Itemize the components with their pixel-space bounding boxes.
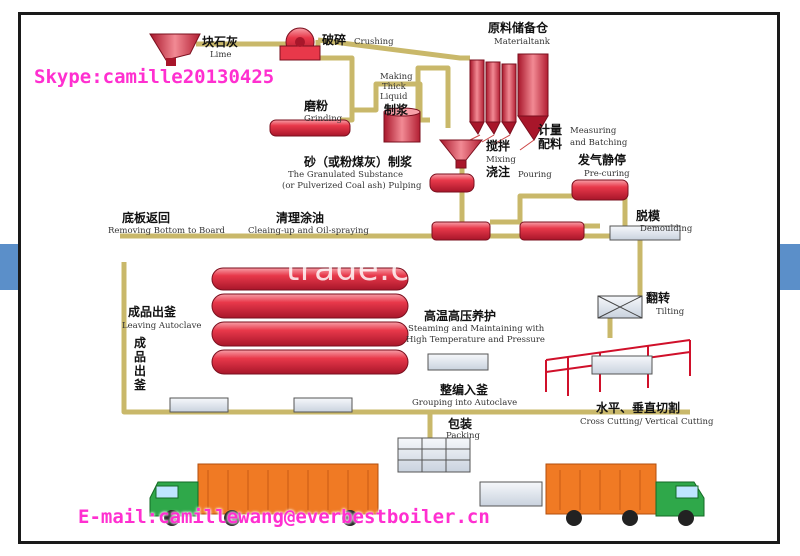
mixing-label-cn: 搅拌	[486, 139, 511, 153]
grouping-label-cn: 整编入釜	[440, 383, 489, 397]
pouring-label-en: Pouring	[518, 170, 552, 180]
demould-block	[609, 225, 681, 241]
leaving-label-en: Leaving Autoclave	[122, 321, 202, 331]
product-block-3	[427, 353, 489, 371]
grinder-mill	[269, 119, 351, 137]
precuring-label-en: Pre-curing	[584, 169, 630, 179]
truck-right	[545, 463, 705, 526]
steam-label-cn: 高温高压养护	[424, 309, 497, 323]
tilting-machine	[597, 295, 643, 319]
measuring-label-cn-1: 计量	[538, 123, 563, 137]
demould-label-en: Demoulding	[640, 224, 693, 234]
measuring-label-en-2: and Batching	[570, 138, 628, 148]
sand-label-en-1: The Granulated Substance	[288, 170, 403, 180]
cargo-pallet	[479, 481, 543, 507]
product-block-2	[293, 397, 353, 413]
cutting-label-en: Cross Cutting/ Vertical Cutting	[580, 417, 714, 427]
making-label-cn: 制浆	[384, 103, 409, 117]
crushing-label-cn: 破碎	[322, 33, 347, 47]
sand-pulper	[429, 173, 475, 193]
watermark-text: trade.china.cn	[286, 249, 538, 289]
board-label-en: Removing Bottom to Board	[108, 226, 225, 236]
sand-label-en-2: (or Pulverized Coal ash) Pulping	[282, 181, 422, 191]
mould-cart-1	[431, 221, 491, 241]
pipe-crusher-top	[317, 37, 470, 61]
skype-contact: Skype:camille20130425	[34, 66, 275, 88]
grinding-label-cn: 磨粉	[304, 99, 329, 113]
mould-cart-2	[519, 221, 585, 241]
packing-label-en: Packing	[446, 431, 480, 441]
lime-label-cn: 块石灰	[202, 35, 239, 49]
tilting-label-cn: 翻转	[646, 291, 671, 305]
lime-label-en: Lime	[210, 50, 232, 60]
pipe-slurry-mixer	[415, 65, 451, 128]
autoclaves	[211, 267, 409, 375]
demould-label-cn: 脱模	[636, 209, 661, 223]
clean-label-en: Cleaing-up and Oil-spraying	[248, 226, 369, 236]
precuring-label-cn: 发气静停	[578, 153, 627, 167]
cutting-label-cn: 水平、垂直切割	[596, 401, 681, 415]
grinding-label-en: Grinding	[304, 114, 343, 124]
packing-stack	[397, 437, 471, 473]
thick-liquid-tank	[383, 107, 421, 143]
crusher	[279, 27, 321, 61]
sand-label-cn: 砂（或粉煤灰）制浆	[304, 155, 413, 169]
grouping-label-en: Grouping into Autoclave	[412, 398, 518, 408]
steam-label-en-2: High Temperature and Pressure	[406, 335, 545, 345]
clean-label-cn: 清理涂油	[276, 211, 325, 225]
pipe-grinder-slurry	[352, 81, 430, 123]
crushing-label-en: Crushing	[354, 37, 394, 47]
packing-label-cn: 包装	[448, 417, 473, 431]
steam-label-en-1: Steaming and Maintaining with	[408, 324, 545, 334]
material-label-en: Materialtank	[494, 37, 550, 47]
making-label-en-1: Making	[380, 72, 413, 82]
leaving-label-cn-vertical: 成 品 出 釜	[134, 336, 147, 392]
tilting-label-en: Tilting	[656, 307, 685, 317]
measuring-label-en-1: Measuring	[570, 126, 617, 136]
pipe-tilt-cut	[607, 236, 643, 338]
making-label-en-3: Liquid	[380, 92, 408, 102]
board-label-cn: 底板返回	[122, 211, 171, 225]
measuring-label-cn-2: 配料	[538, 137, 563, 151]
product-block-1	[169, 397, 229, 413]
leaving-label-cn: 成品出釜	[128, 305, 177, 319]
cutting-block	[591, 355, 653, 375]
mixing-label-en: Mixing	[486, 155, 516, 165]
precuring-mould	[571, 179, 629, 201]
truck-left	[149, 463, 379, 526]
pipe-mould-precure	[490, 193, 628, 226]
material-tanks	[469, 53, 549, 151]
mixer	[438, 139, 484, 169]
pipe-left-down	[121, 262, 690, 415]
pouring-label-cn: 浇注	[486, 165, 511, 179]
making-label-en-2: Thick	[382, 82, 406, 92]
email-contact: E-mail:camillewang@everbestboiler.cn	[78, 506, 490, 528]
material-label-cn: 原料储备仓	[488, 21, 549, 35]
lime-hopper	[149, 33, 201, 66]
